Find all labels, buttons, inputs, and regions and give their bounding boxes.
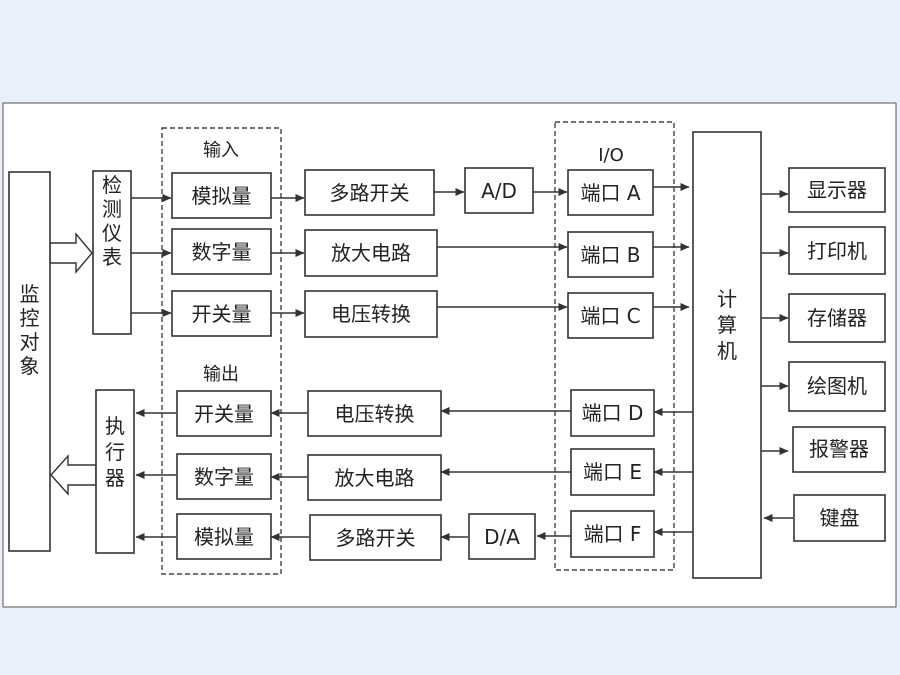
analog-out-box: 模拟量 bbox=[176, 513, 272, 560]
output-group-title: 输出 bbox=[203, 364, 239, 385]
analog-in-box: 模拟量 bbox=[171, 172, 272, 219]
port-c-box: 端口 C bbox=[567, 292, 654, 339]
io-port-group-frame bbox=[554, 121, 675, 571]
output-volt-box: 电压转换 bbox=[307, 390, 442, 437]
port-d-box: 端口 D bbox=[570, 389, 655, 437]
port-a-label: 端口 A bbox=[580, 181, 640, 205]
dac-label: D/A bbox=[484, 525, 520, 549]
adc-box: A/D bbox=[464, 167, 534, 214]
digital-in-label: 数字量 bbox=[192, 240, 252, 264]
adc-label: A/D bbox=[481, 179, 517, 203]
analog-in-label: 模拟量 bbox=[192, 184, 252, 208]
switch-out-label: 开关量 bbox=[194, 402, 254, 426]
keyboard-label: 键盘 bbox=[820, 506, 860, 530]
figure-panel bbox=[2, 102, 897, 608]
input-amp-label: 放大电路 bbox=[331, 241, 411, 265]
display-box: 显示器 bbox=[788, 167, 886, 213]
storage-box: 存储器 bbox=[788, 293, 886, 343]
alarm-box: 报警器 bbox=[792, 426, 886, 473]
monitored-object-box: 监控对象 bbox=[8, 171, 51, 552]
plotter-box: 绘图机 bbox=[788, 361, 886, 412]
printer-box: 打印机 bbox=[788, 226, 886, 275]
port-e-box: 端口 E bbox=[570, 448, 655, 496]
printer-label: 打印机 bbox=[807, 239, 867, 263]
keyboard-box: 键盘 bbox=[793, 494, 886, 542]
switch-in-label: 开关量 bbox=[192, 302, 252, 326]
actuator-to-object-arrow bbox=[50, 454, 97, 496]
dac-box: D/A bbox=[468, 513, 536, 560]
port-c-label: 端口 C bbox=[580, 304, 640, 328]
plotter-label: 绘图机 bbox=[807, 374, 867, 398]
io-group-title: I/O bbox=[598, 145, 624, 166]
port-b-label: 端口 B bbox=[580, 243, 640, 267]
port-a-box: 端口 A bbox=[567, 169, 654, 216]
port-f-box: 端口 F bbox=[570, 510, 655, 558]
actuator-box: 执行器 bbox=[95, 389, 135, 554]
analog-out-label: 模拟量 bbox=[194, 525, 254, 549]
storage-label: 存储器 bbox=[807, 306, 867, 330]
alarm-label: 报警器 bbox=[809, 437, 869, 461]
output-volt-label: 电压转换 bbox=[335, 402, 415, 426]
port-f-label: 端口 F bbox=[584, 522, 642, 546]
digital-out-box: 数字量 bbox=[176, 453, 272, 500]
output-amp-label: 放大电路 bbox=[335, 466, 415, 490]
input-volt-label: 电压转换 bbox=[331, 302, 411, 326]
port-d-label: 端口 D bbox=[582, 401, 644, 425]
io-signal-group-frame bbox=[161, 127, 282, 575]
input-amp-box: 放大电路 bbox=[304, 229, 438, 277]
output-mux-label: 多路开关 bbox=[336, 526, 416, 550]
input-group-title: 输入 bbox=[203, 140, 239, 161]
switch-out-box: 开关量 bbox=[176, 390, 272, 437]
output-mux-box: 多路开关 bbox=[309, 514, 442, 561]
actuator-label: 执行器 bbox=[105, 414, 125, 490]
computer-label: 计算机 bbox=[717, 287, 737, 363]
input-volt-box: 电压转换 bbox=[304, 290, 438, 338]
port-e-label: 端口 E bbox=[583, 460, 642, 484]
digital-in-box: 数字量 bbox=[171, 228, 272, 275]
input-mux-label: 多路开关 bbox=[330, 181, 410, 205]
detector-box: 检测仪表 bbox=[92, 170, 132, 335]
port-b-box: 端口 B bbox=[567, 231, 654, 278]
object-to-detector-arrow bbox=[49, 232, 93, 274]
monitored-object-label: 监控对象 bbox=[20, 282, 40, 378]
detector-label: 检测仪表 bbox=[102, 173, 122, 269]
digital-out-label: 数字量 bbox=[194, 465, 254, 489]
output-amp-box: 放大电路 bbox=[307, 454, 442, 501]
switch-in-box: 开关量 bbox=[171, 290, 272, 337]
input-mux-box: 多路开关 bbox=[304, 169, 435, 216]
computer-box: 计算机 bbox=[692, 131, 762, 579]
display-label: 显示器 bbox=[807, 178, 867, 202]
